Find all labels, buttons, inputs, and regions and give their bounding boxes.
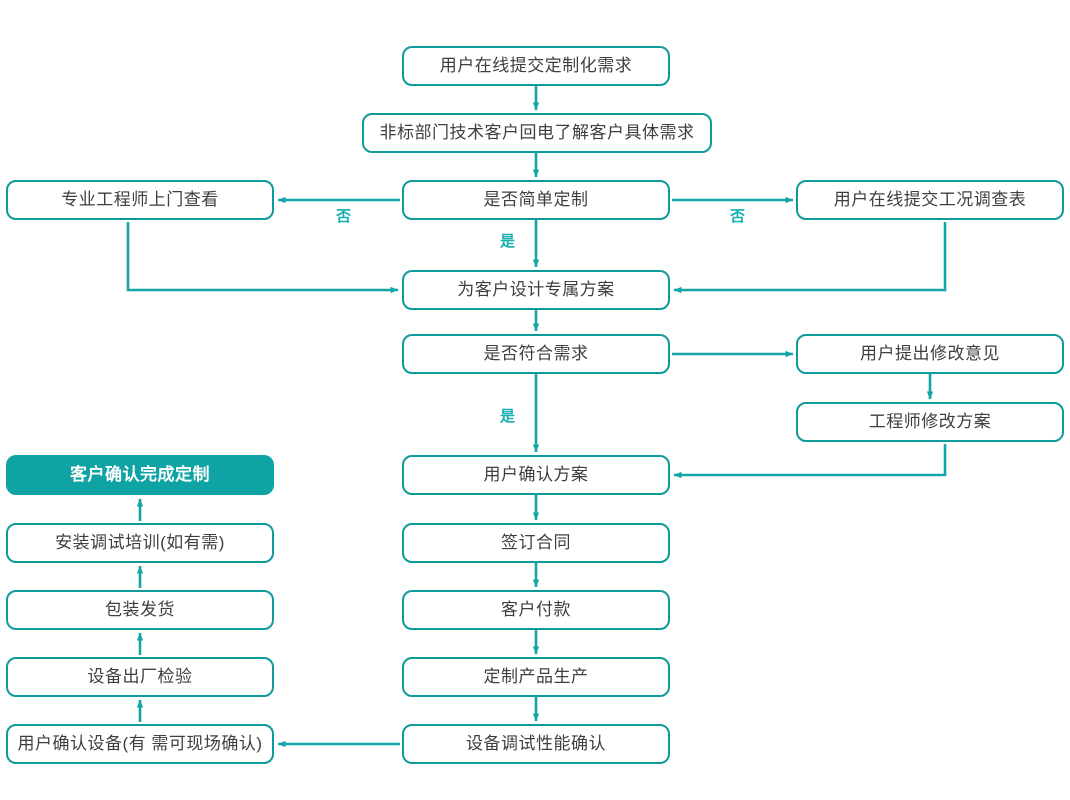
node-install-debug-training[interactable]: 安装调试培训(如有需) bbox=[6, 523, 274, 563]
node-user-confirm-plan[interactable]: 用户确认方案 bbox=[402, 455, 670, 495]
node-sign-contract[interactable]: 签订合同 bbox=[402, 523, 670, 563]
node-is-simple-customization[interactable]: 是否简单定制 bbox=[402, 180, 670, 220]
edge-n5-n6 bbox=[673, 222, 947, 294]
edge-label-no-left: 否 bbox=[336, 208, 352, 225]
edge-label-no-right: 否 bbox=[730, 208, 746, 225]
node-submit-condition-survey[interactable]: 用户在线提交工况调查表 bbox=[796, 180, 1064, 220]
node-engineer-onsite-visit[interactable]: 专业工程师上门查看 bbox=[6, 180, 274, 220]
node-meets-requirements[interactable]: 是否符合需求 bbox=[402, 334, 670, 374]
edge-label-yes-meets: 是 bbox=[500, 408, 516, 425]
node-tech-callback[interactable]: 非标部门技术客户回电了解客户具体需求 bbox=[362, 113, 712, 153]
node-factory-inspection[interactable]: 设备出厂检验 bbox=[6, 657, 274, 697]
node-customer-payment[interactable]: 客户付款 bbox=[402, 590, 670, 630]
node-customer-confirm-complete[interactable]: 客户确认完成定制 bbox=[6, 455, 274, 495]
node-engineer-revise-plan[interactable]: 工程师修改方案 bbox=[796, 402, 1064, 442]
node-user-submit-request[interactable]: 用户在线提交定制化需求 bbox=[402, 46, 670, 86]
edge-n4-n6 bbox=[126, 222, 399, 294]
node-user-confirm-equipment[interactable]: 用户确认设备(有 需可现场确认) bbox=[6, 724, 274, 764]
node-user-revision-feedback[interactable]: 用户提出修改意见 bbox=[796, 334, 1064, 374]
edge-n9-n10 bbox=[673, 444, 947, 479]
node-equipment-debug-performance[interactable]: 设备调试性能确认 bbox=[402, 724, 670, 764]
edge-label-yes-simple: 是 bbox=[500, 233, 516, 250]
node-custom-production[interactable]: 定制产品生产 bbox=[402, 657, 670, 697]
node-packaging-shipping[interactable]: 包装发货 bbox=[6, 590, 274, 630]
node-design-exclusive-plan[interactable]: 为客户设计专属方案 bbox=[402, 270, 670, 310]
